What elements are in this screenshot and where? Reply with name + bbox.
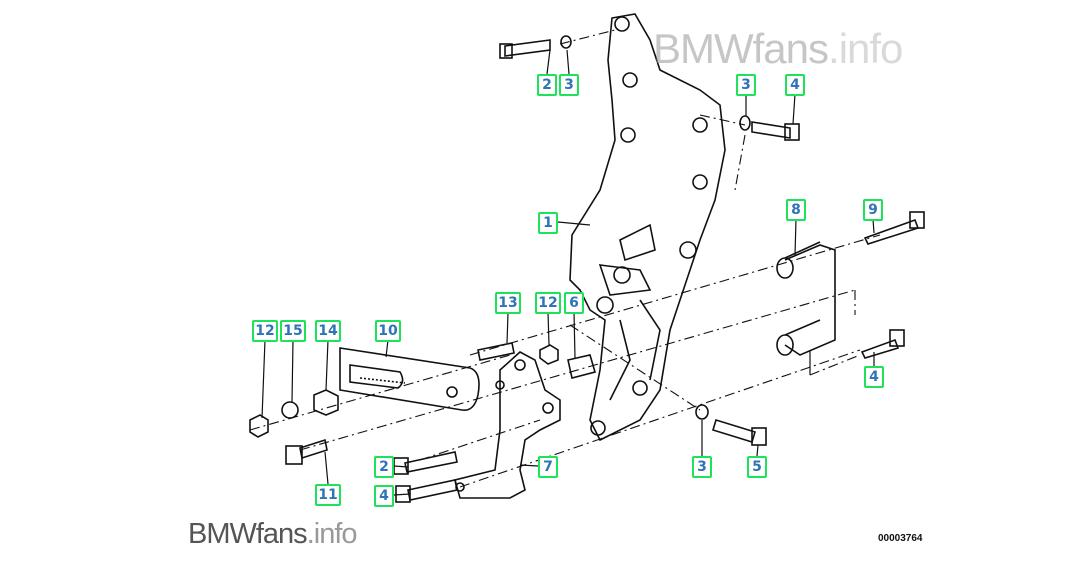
- diagram-number: 00003764: [878, 533, 923, 544]
- callout-14[interactable]: 14: [315, 320, 341, 342]
- spacer-part-8: [776, 241, 836, 356]
- callout-7[interactable]: 7: [538, 456, 558, 478]
- callout-12[interactable]: 12: [252, 320, 278, 342]
- tension-plate-part-10: [339, 347, 480, 412]
- callout-9[interactable]: 9: [863, 199, 883, 221]
- leader-lines: [261, 49, 875, 496]
- callout-2[interactable]: 2: [537, 74, 557, 96]
- fasteners: [249, 35, 925, 503]
- callout-8[interactable]: 8: [786, 199, 806, 221]
- callout-13[interactable]: 13: [495, 292, 521, 314]
- callout-10[interactable]: 10: [375, 320, 401, 342]
- callout-11[interactable]: 11: [315, 484, 341, 506]
- callout-1[interactable]: 1: [538, 212, 558, 234]
- callout-4[interactable]: 4: [864, 366, 884, 388]
- watermark-bottom: BMWfans.info: [188, 518, 358, 550]
- callout-3[interactable]: 3: [736, 74, 756, 96]
- bracket-part-1: [569, 13, 726, 442]
- callout-6[interactable]: 6: [564, 292, 584, 314]
- callout-12[interactable]: 12: [535, 292, 561, 314]
- callout-15[interactable]: 15: [280, 320, 306, 342]
- callout-5[interactable]: 5: [747, 456, 767, 478]
- callout-2[interactable]: 2: [374, 456, 394, 478]
- callout-3[interactable]: 3: [559, 74, 579, 96]
- callout-4[interactable]: 4: [374, 485, 394, 507]
- callout-4[interactable]: 4: [785, 74, 805, 96]
- watermark-top: BMWfans.info: [653, 25, 903, 72]
- callout-3[interactable]: 3: [692, 456, 712, 478]
- bracket-part-7: [454, 351, 561, 499]
